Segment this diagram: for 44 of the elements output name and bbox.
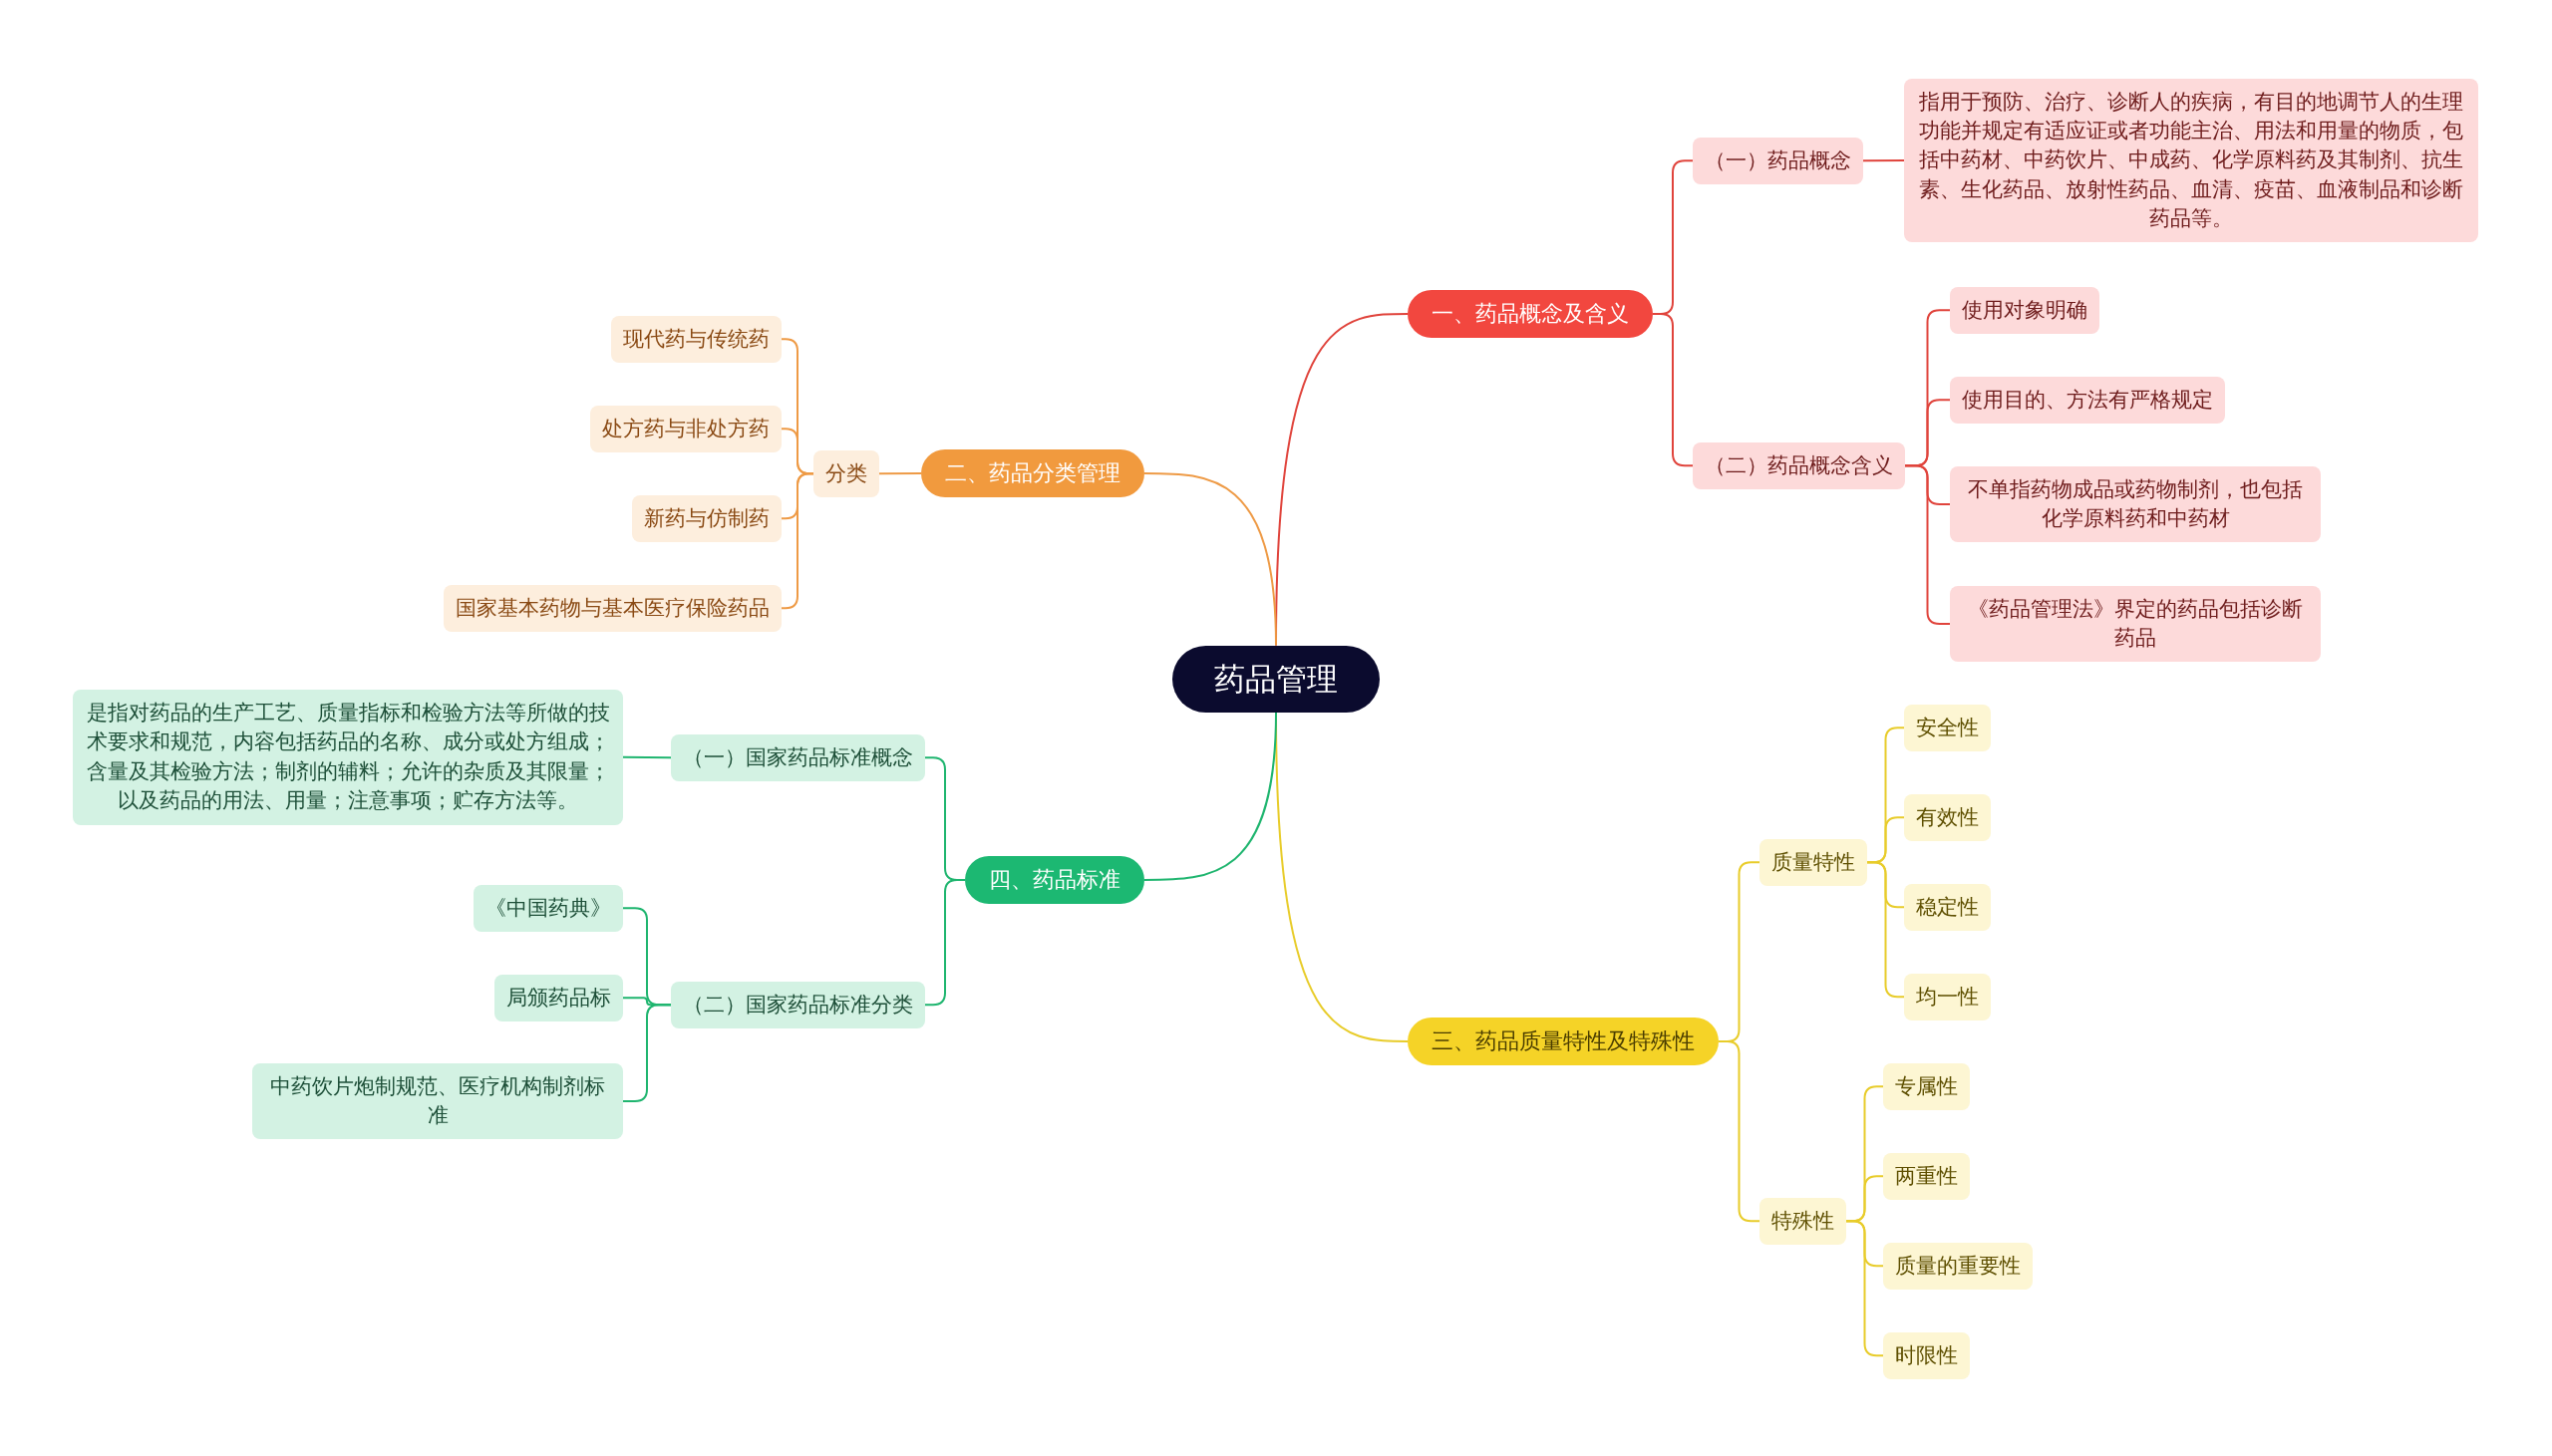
connector-line [1143, 471, 1277, 647]
subtopic: 专属性 [1883, 1062, 1970, 1110]
connector-line [1143, 711, 1277, 881]
subtopic: 均一性 [1904, 973, 1991, 1020]
subtopic: 局颁药品标 [494, 974, 623, 1021]
branch-topic: 一、药品概念及含义 [1408, 289, 1653, 339]
subtopic: 国家基本药物与基本医疗保险药品 [444, 584, 782, 632]
subtopic: （一）药品概念 [1693, 137, 1863, 184]
subtopic: 不单指药物成品或药物制剂，也包括化学原料药和中药材 [1950, 465, 2321, 543]
subtopic: 有效性 [1904, 793, 1991, 841]
subtopic: 稳定性 [1904, 883, 1991, 931]
branch-topic: 四、药品标准 [965, 855, 1144, 905]
detail-note: 是指对药品的生产工艺、质量指标和检验方法等所做的技术要求和规范，内容包括药品的名称、成分或处方组成；含量及其检验方法；制剂的辅料；允许的杂质及其限量；以及药品的用法、用量；注意事项；贮存方法等。 [73, 690, 623, 825]
subtopic: （二）国家药品标准分类 [671, 981, 925, 1028]
subtopic: （一）国家药品标准概念 [671, 733, 925, 781]
subtopic: 使用对象明确 [1950, 286, 2099, 334]
central-topic: 药品管理 [1172, 645, 1380, 713]
subtopic: 质量特性 [1759, 838, 1867, 886]
subtopic: 处方药与非处方药 [590, 405, 782, 452]
connector-line [1904, 464, 1951, 625]
subtopic: （二）药品概念含义 [1693, 441, 1905, 489]
branch-topic: 三、药品质量特性及特殊性 [1408, 1017, 1719, 1066]
subtopic: 两重性 [1883, 1152, 1970, 1200]
subtopic: 新药与仿制药 [632, 494, 782, 542]
subtopic: 现代药与传统药 [611, 315, 782, 363]
connector-line [1718, 1039, 1760, 1223]
branch-topic: 二、药品分类管理 [921, 448, 1144, 498]
connector-line [1652, 312, 1694, 467]
detail-note: 指用于预防、治疗、诊断人的疾病，有目的地调节人的生理功能并规定有适应证或者功能主治、用法和用量的物质，包括中药材、中药饮片、中成药、化学原料药及其制剂、抗生素、生化药品、放射性药品、血清、疫苗、血液制品和诊断药品等。 [1904, 78, 2478, 243]
subtopic: 分类 [813, 449, 879, 497]
subtopic: 《中国药典》 [474, 884, 623, 932]
subtopic: 使用目的、方法有严格规定 [1950, 376, 2225, 424]
connector-line [1845, 1220, 1884, 1357]
connector-line [1862, 159, 1905, 162]
subtopic: 《药品管理法》界定的药品包括诊断药品 [1950, 585, 2321, 663]
connector-line [878, 471, 922, 475]
subtopic: 质量的重要性 [1883, 1242, 2033, 1290]
connector-line [924, 878, 966, 1007]
connector-line [1866, 861, 1905, 999]
subtopic: 时限性 [1883, 1331, 1970, 1379]
connector-line [622, 755, 672, 759]
subtopic: 特殊性 [1759, 1197, 1846, 1245]
subtopic: 中药饮片炮制规范、医疗机构制剂标准 [252, 1062, 623, 1140]
subtopic: 安全性 [1904, 704, 1991, 751]
